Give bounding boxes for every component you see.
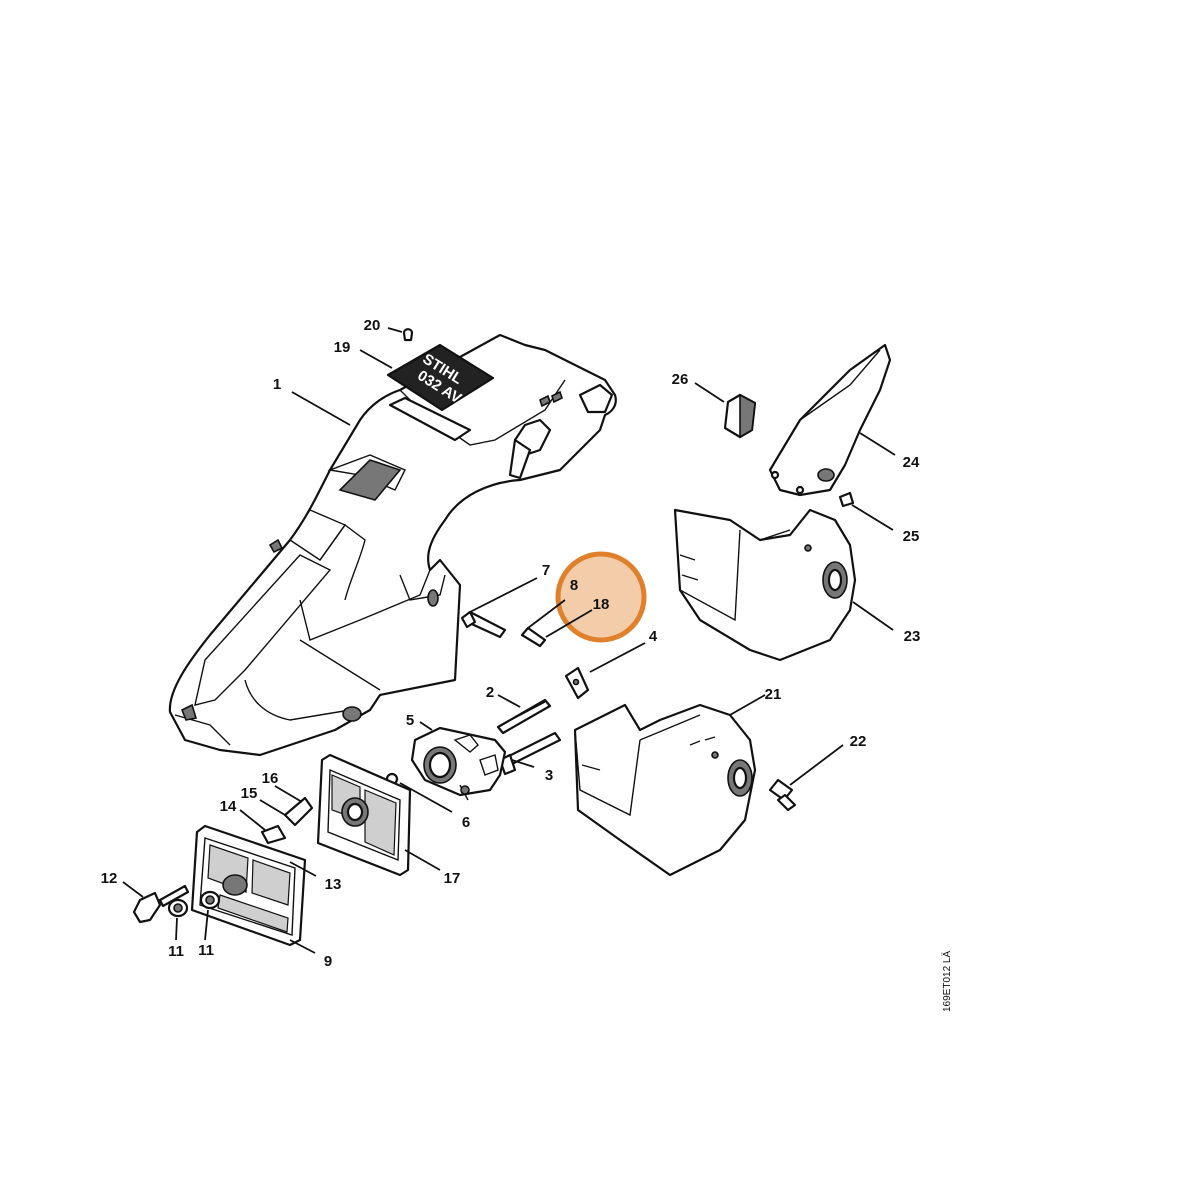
part-4-plate [564, 666, 590, 700]
callout-23: 23 [904, 628, 921, 645]
part-17-filter-base [316, 753, 412, 877]
part-12-knob [132, 884, 190, 924]
callout-labels: 1 2 3 4 5 6 7 8 9 11 11 12 13 14 15 16 1… [101, 317, 921, 970]
callout-7: 7 [542, 562, 550, 579]
part-14-spring [260, 824, 287, 845]
reference-code: 169ET012 LÄ [941, 951, 953, 1012]
callout-16: 16 [262, 770, 279, 787]
callout-19: 19 [334, 339, 351, 356]
part-24-deflector [768, 343, 892, 497]
callout-24: 24 [903, 454, 920, 471]
part-2-screw [496, 698, 552, 735]
leader-lines [122, 327, 896, 954]
callout-11a: 11 [168, 943, 184, 960]
part-1-housing [168, 333, 617, 757]
part-9-air-filter [190, 824, 307, 947]
callout-8: 8 [570, 577, 578, 594]
part-11-nut-b [199, 890, 221, 910]
callout-14: 14 [220, 798, 237, 815]
callout-2: 2 [486, 684, 494, 701]
part-25-screw [838, 491, 855, 508]
part-19-nameplate: STIHL 032 AV [386, 343, 495, 442]
callout-11b: 11 [198, 942, 214, 959]
callout-1: 1 [273, 376, 281, 393]
highlight-circle [555, 551, 647, 643]
callout-17: 17 [444, 870, 461, 887]
part-22-screw [768, 778, 797, 812]
part-5-carburetor [410, 726, 507, 801]
part-21-filter-cover [573, 703, 757, 877]
callout-13: 13 [325, 876, 342, 893]
callout-22: 22 [850, 733, 867, 750]
part-16-plate [283, 796, 314, 827]
part-8-18-pin [520, 626, 547, 648]
callout-15: 15 [241, 785, 258, 802]
callout-21: 21 [765, 686, 782, 703]
part-7-stud [460, 610, 507, 639]
callout-25: 25 [903, 528, 920, 545]
part-26-plug [723, 393, 757, 439]
callout-9: 9 [324, 953, 332, 970]
callout-5: 5 [406, 712, 414, 729]
part-23-cover [673, 508, 857, 662]
callout-6: 6 [462, 814, 470, 831]
callout-3: 3 [545, 767, 553, 784]
part-20-screw [402, 328, 414, 342]
callout-26: 26 [672, 371, 689, 388]
callout-4: 4 [649, 628, 658, 645]
callout-12: 12 [101, 870, 118, 887]
callout-18: 18 [593, 596, 610, 613]
callout-20: 20 [364, 317, 381, 334]
part-11-nut-a [167, 898, 189, 918]
